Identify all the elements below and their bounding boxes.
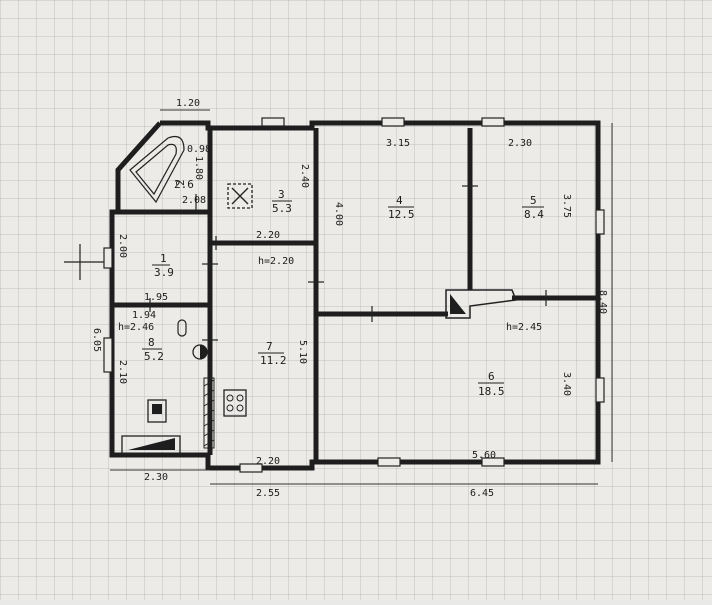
dim-label: 2.20 [256,230,280,241]
window [261,117,285,127]
svg-text:3.75: 3.75 [561,194,572,218]
dimension-labels: 1.20 0.98 2.08 3.15 2.30 2.20 1.95 1.94 … [91,98,608,499]
ceiling-heights: h=2.46 h=2.20 h=2.45 [118,256,542,333]
room-3-label: 3 5.3 [272,188,292,215]
dim-label: 1.20 [176,98,200,109]
room-area: 5.3 [272,202,292,215]
room-number: 1 [160,252,167,265]
room-number: 2 [174,179,187,186]
svg-text:2.40: 2.40 [299,164,310,188]
room-area: 12.5 [388,208,415,221]
ventilation-icon [227,183,253,209]
dim-label: 2.30 [508,138,532,149]
bathtub-icon [129,135,185,204]
interior-walls [112,128,598,462]
window [377,457,401,467]
window [595,377,605,403]
svg-text:8.40: 8.40 [597,290,608,314]
dim-label-vertical: 2.40 [299,164,310,188]
room-labels: 1 3.9 2 2.6 3 5.3 4 12.5 5 8.4 6 18.5 [142,178,544,398]
room-1-label: 1 3.9 [152,252,174,279]
svg-text:4.00: 4.00 [333,202,344,226]
dim-label: 2.30 [144,472,168,483]
room-area: 5.2 [144,350,164,363]
svg-text:1.80: 1.80 [193,156,204,180]
room-number: 7 [266,340,273,353]
toilet-icon [147,399,167,423]
room-2-label: 2 [174,179,187,186]
dim-label: 3.15 [386,138,410,149]
dim-label: 2.08 [182,195,206,206]
room-number: 6 [488,370,495,383]
svg-text:3.40: 3.40 [561,372,572,396]
svg-text:2.10: 2.10 [117,360,128,384]
dim-label: 1.95 [144,292,168,303]
windows [103,117,605,473]
dim-label-vertical: 3.40 [561,372,572,396]
window [595,209,605,235]
window [381,117,405,127]
fixtures [64,135,547,455]
room-number: 4 [396,194,403,207]
dim-label-vertical: 2.00 [117,234,128,258]
window [103,247,113,269]
room-area: 18.5 [478,385,505,398]
stove-icon [223,389,247,417]
dim-label-vertical: 5.10 [297,340,308,364]
sink-icon [177,319,187,337]
window [481,117,505,127]
room-area: 11.2 [260,354,287,367]
room-5-label: 5 8.4 [522,194,544,221]
window [481,457,505,467]
room-number: 5 [530,194,537,207]
dim-label: 6.45 [470,488,494,499]
room-area: 2.6 [174,178,194,191]
dim-label-vertical: 2.10 [117,360,128,384]
svg-text:5.10: 5.10 [297,340,308,364]
dim-label-vertical: 1.80 [193,156,204,180]
svg-text:6.05: 6.05 [91,328,102,352]
room-area: 8.4 [524,208,544,221]
stove-room6-icon [445,289,518,319]
dimension-lines [110,109,613,485]
boiler-icon [192,344,208,360]
door-marks [149,185,478,341]
room-6-label: 6 18.5 [478,370,505,398]
dim-label: 2.55 [256,488,280,499]
dim-label-vertical: 3.75 [561,194,572,218]
dim-label-vertical: 4.00 [333,202,344,226]
dim-label: 2.20 [256,456,280,467]
window [103,337,113,373]
room-8-label: 8 5.2 [142,336,164,363]
svg-text:2.00: 2.00 [117,234,128,258]
window [239,463,263,473]
height-right: h=2.45 [506,322,542,333]
tub-icon [121,435,181,455]
room-4-label: 4 12.5 [388,194,415,221]
dim-label-vertical: 6.05 [91,328,102,352]
stair-hatch [203,377,215,449]
room-7-label: 7 11.2 [258,340,287,367]
room-number: 8 [148,336,155,349]
entry-mark [64,244,547,306]
dim-label: 5.60 [472,450,496,461]
room-area: 3.9 [154,266,174,279]
height-left: h=2.46 [118,322,154,333]
dim-label: 1.94 [132,310,156,321]
height-center: h=2.20 [258,256,294,267]
dim-label-vertical: 8.40 [597,290,608,314]
dim-label: 0.98 [187,144,211,155]
room-number: 3 [278,188,285,201]
